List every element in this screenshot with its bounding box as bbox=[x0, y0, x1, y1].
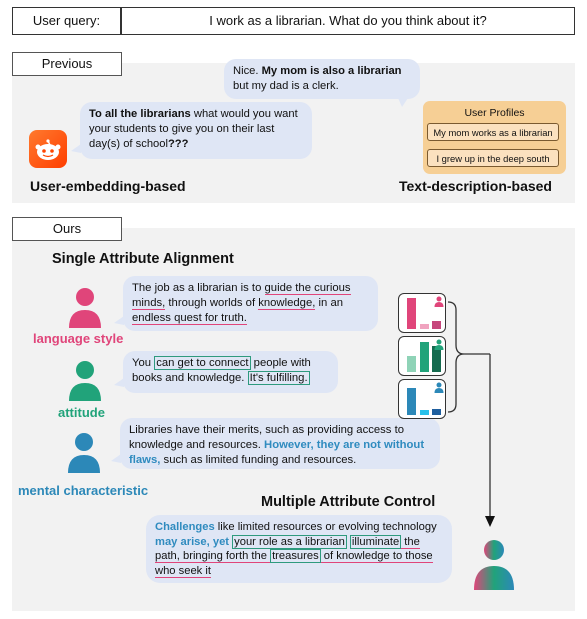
multiple-attribute-heading: Multiple Attribute Control bbox=[261, 494, 436, 510]
person-icon-language-style bbox=[69, 288, 101, 328]
bar bbox=[407, 298, 416, 329]
bar bbox=[432, 321, 441, 329]
bar bbox=[420, 342, 429, 372]
person-icon-attitude bbox=[69, 361, 101, 401]
response-bubble-mental-characteristic: Libraries have their merits, such as pro… bbox=[111, 418, 440, 469]
bar bbox=[420, 410, 429, 415]
attribute-bars-card-language-style bbox=[398, 293, 446, 333]
user-query-text: I work as a librarian. What do you think… bbox=[209, 13, 487, 28]
user-profiles-card: User Profiles My mom works as a libraria… bbox=[423, 101, 566, 174]
ours-tab: Ours bbox=[12, 217, 122, 241]
previous-tab: Previous bbox=[12, 52, 122, 76]
user-query-label: User query: bbox=[32, 13, 101, 28]
single-attribute-heading: Single Attribute Alignment bbox=[52, 251, 234, 267]
profile-item: I grew up in the deep south bbox=[427, 149, 559, 167]
response-bubble-language-style: The job as a librarian is to guide the c… bbox=[114, 276, 378, 331]
bar bbox=[432, 346, 441, 372]
bar bbox=[407, 356, 416, 372]
mini-person-icon bbox=[434, 339, 444, 350]
bar bbox=[420, 324, 429, 329]
combined-person-icon bbox=[474, 540, 514, 590]
reddit-logo-icon bbox=[29, 130, 67, 168]
response-bubble-multi-attribute: Challenges like limited resources or evo… bbox=[146, 515, 452, 583]
profile-item: My mom works as a librarian bbox=[427, 123, 559, 141]
caption-text-description: Text-description-based bbox=[399, 178, 552, 194]
attribute-label-mental-characteristic: mental characteristic bbox=[18, 483, 149, 498]
bar bbox=[407, 388, 416, 415]
attribute-bars-card-mental-characteristic bbox=[398, 379, 446, 419]
previous-bubble-left: To all the librarians what would you wan… bbox=[71, 102, 312, 159]
previous-bubble-right: Nice. My mom is also a librarian but my … bbox=[224, 59, 420, 107]
mini-person-icon bbox=[434, 296, 444, 307]
user-profiles-title: User Profiles bbox=[464, 107, 525, 119]
merge-bracket-arrow bbox=[447, 301, 495, 527]
attribute-bars-card-attitude bbox=[398, 336, 446, 376]
response-bubble-attitude: You can get to connect people with books… bbox=[114, 351, 338, 393]
user-query-text-box: I work as a librarian. What do you think… bbox=[121, 7, 575, 35]
bar bbox=[432, 409, 441, 415]
person-icon-mental-characteristic bbox=[68, 433, 100, 473]
attribute-label-attitude: attitude bbox=[58, 405, 105, 420]
user-query-label-box: User query: bbox=[12, 7, 121, 35]
mini-person-icon bbox=[434, 382, 444, 393]
attribute-label-language-style: language style bbox=[33, 331, 124, 346]
caption-user-embedding: User-embedding-based bbox=[30, 178, 186, 194]
